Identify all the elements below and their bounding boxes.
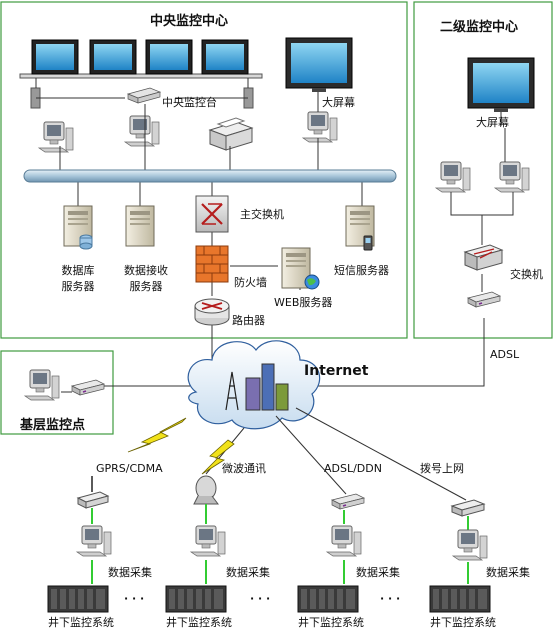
- globe-icon: [304, 274, 320, 290]
- console-hub-icon: [126, 87, 162, 104]
- grassroots-panel: [0, 350, 114, 435]
- site4-underground-label: 井下监控系统: [430, 616, 496, 629]
- web-server-label: WEB服务器: [274, 296, 333, 309]
- microwave-label: 微波通讯: [222, 462, 266, 475]
- microwave-lightning-icon: [201, 439, 235, 475]
- dialup-modem-icon: [450, 499, 486, 517]
- dialup-label: 拨号上网: [420, 462, 464, 475]
- secondary-workstation-1-icon: [435, 161, 471, 193]
- secondary-switch-label: 交换机: [510, 268, 543, 281]
- site1-acq-label: 数据采集: [108, 566, 152, 579]
- phone-icon: [363, 235, 373, 251]
- adsl-label: ADSL: [490, 348, 520, 361]
- gprs-lightning-icon: [127, 417, 187, 453]
- secondary-title: 二级监控中心: [440, 20, 519, 35]
- site3-acq-label: 数据采集: [356, 566, 400, 579]
- central-workstation-3-icon: [302, 111, 338, 143]
- console-monitor-1-icon: [31, 39, 79, 75]
- central-workstation-2-icon: [124, 115, 160, 147]
- central-bigscreen-label: 大屏幕: [322, 96, 355, 109]
- site2-underground-label: 井下监控系统: [166, 616, 232, 629]
- main-switch-icon: [195, 195, 229, 233]
- gprs-device-icon: [76, 476, 110, 509]
- site3-underground-label: 井下监控系统: [298, 616, 364, 629]
- router-icon: [194, 298, 230, 326]
- central-panel: [0, 1, 408, 339]
- grassroots-pc-icon: [24, 369, 60, 401]
- site-green-links: [91, 504, 469, 584]
- router-label: 路由器: [232, 314, 265, 327]
- db-server-label-2: 服务器: [61, 280, 95, 293]
- adsl-ddn-label: ADSL/DDN: [324, 462, 382, 475]
- grassroots-wire: [61, 385, 196, 393]
- gprs-label: GPRS/CDMA: [96, 462, 163, 475]
- site4-rack-icon: [429, 585, 491, 613]
- recv-server-icon: [125, 205, 155, 247]
- site2-pc-icon: [190, 525, 226, 557]
- console-label: 中央监控台: [162, 96, 217, 109]
- db-disk-icon: [79, 234, 93, 250]
- console-monitors: [19, 39, 263, 109]
- recv-server-label-1: 数据接收: [124, 264, 168, 277]
- grassroots-modem-icon: [71, 379, 105, 396]
- firewall-label: 防火墙: [234, 276, 267, 289]
- ellipsis-1: · · ·: [124, 592, 145, 605]
- main-switch-label: 主交换机: [240, 208, 284, 221]
- secondary-bigscreen-icon: [467, 57, 535, 112]
- site3-rack-icon: [297, 585, 359, 613]
- secondary-bigscreen-label: 大屏幕: [476, 116, 509, 129]
- console-monitor-4-icon: [201, 39, 249, 75]
- site1-rack-icon: [47, 585, 109, 613]
- sms-server-label: 短信服务器: [334, 264, 389, 277]
- central-workstation-1-icon: [38, 121, 74, 153]
- site4-acq-label: 数据采集: [486, 566, 530, 579]
- internet-cloud-icon: [187, 340, 321, 430]
- ellipsis-3: · · ·: [380, 592, 401, 605]
- site1-pc-icon: [76, 525, 112, 557]
- central-title: 中央监控中心: [150, 14, 229, 29]
- db-server-label-1: 数据库: [61, 264, 95, 277]
- console-monitor-2-icon: [89, 39, 137, 75]
- secondary-switch-icon: [463, 244, 504, 271]
- internet-label: Internet: [304, 363, 369, 379]
- secondary-modem-icon: [467, 291, 501, 308]
- printer-icon: [208, 117, 254, 151]
- site2-acq-label: 数据采集: [226, 566, 270, 579]
- site2-rack-icon: [165, 585, 227, 613]
- site4-pc-icon: [452, 529, 488, 561]
- secondary-panel: [413, 1, 553, 339]
- microwave-dish-icon: [193, 475, 219, 505]
- secondary-workstation-2-icon: [494, 161, 530, 193]
- adsl-modem-icon: [331, 493, 365, 510]
- console-monitor-3-icon: [145, 39, 193, 75]
- network-bus: [23, 169, 397, 183]
- central-bigscreen-icon: [285, 37, 353, 92]
- grassroots-title: 基层监控点: [20, 418, 86, 433]
- ellipsis-2: · · ·: [250, 592, 271, 605]
- secondary-wiring: [278, 112, 514, 387]
- site1-underground-label: 井下监控系统: [48, 616, 114, 629]
- recv-server-label-2: 服务器: [129, 280, 163, 293]
- firewall-icon: [195, 245, 229, 283]
- site3-pc-icon: [326, 525, 362, 557]
